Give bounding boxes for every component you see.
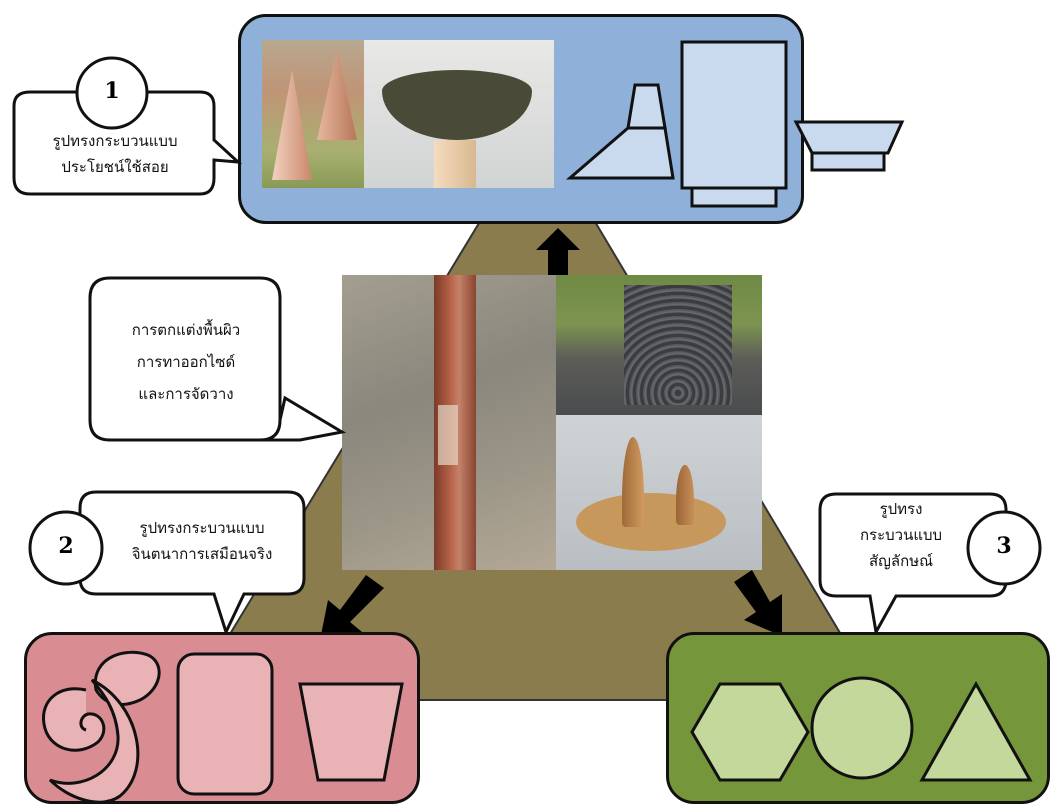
- photo-ceramic-sculpture: [556, 415, 762, 570]
- label-surface-decoration: การตกแต่งพื้นผิว การทาออกไซด์ และการจัดว…: [131, 321, 241, 403]
- bowl-shape: [793, 120, 905, 155]
- hexagon-shape: [690, 682, 810, 782]
- panel-number-1: 1: [104, 78, 120, 104]
- flared-base-shape: [565, 126, 675, 180]
- crescent-shape: [48, 678, 140, 804]
- panel-number-3: 3: [996, 533, 1012, 559]
- trapezoid-shape: [298, 682, 404, 782]
- tall-rectangle-shape: [680, 40, 788, 190]
- circle-shape: [810, 676, 914, 780]
- panel-number-2: 2: [58, 533, 74, 559]
- number-circle-2: [28, 510, 104, 586]
- bowl-base-shape: [810, 151, 886, 172]
- label-functional-form: รูปทรงกระบวนแบบ ประโยชน์ใช้สอย: [52, 132, 178, 176]
- down-left-arrow-icon: [320, 575, 384, 640]
- number-circle-3: [966, 510, 1042, 586]
- photo-bark-trunk: [342, 275, 556, 570]
- photo-ceramic-bowl: [364, 40, 554, 188]
- swirl-shape: [42, 687, 106, 752]
- rounded-rectangle-shape: [176, 652, 274, 796]
- photo-wood-block: [556, 275, 762, 415]
- rectangle-base-shape: [690, 186, 778, 208]
- number-circle-1: [75, 56, 149, 130]
- down-right-arrow-icon: [734, 570, 782, 636]
- triangle-shape: [919, 680, 1033, 782]
- up-arrow-icon: [536, 228, 580, 275]
- label-symbolic-form: รูปทรง กระบวนแบบ สัญลักษณ์: [859, 500, 943, 570]
- photo-ceramic-cones: [262, 40, 364, 188]
- label-imaginative-form: รูปทรงกระบวนแบบ จินตนาการเสมือนจริง: [131, 519, 273, 563]
